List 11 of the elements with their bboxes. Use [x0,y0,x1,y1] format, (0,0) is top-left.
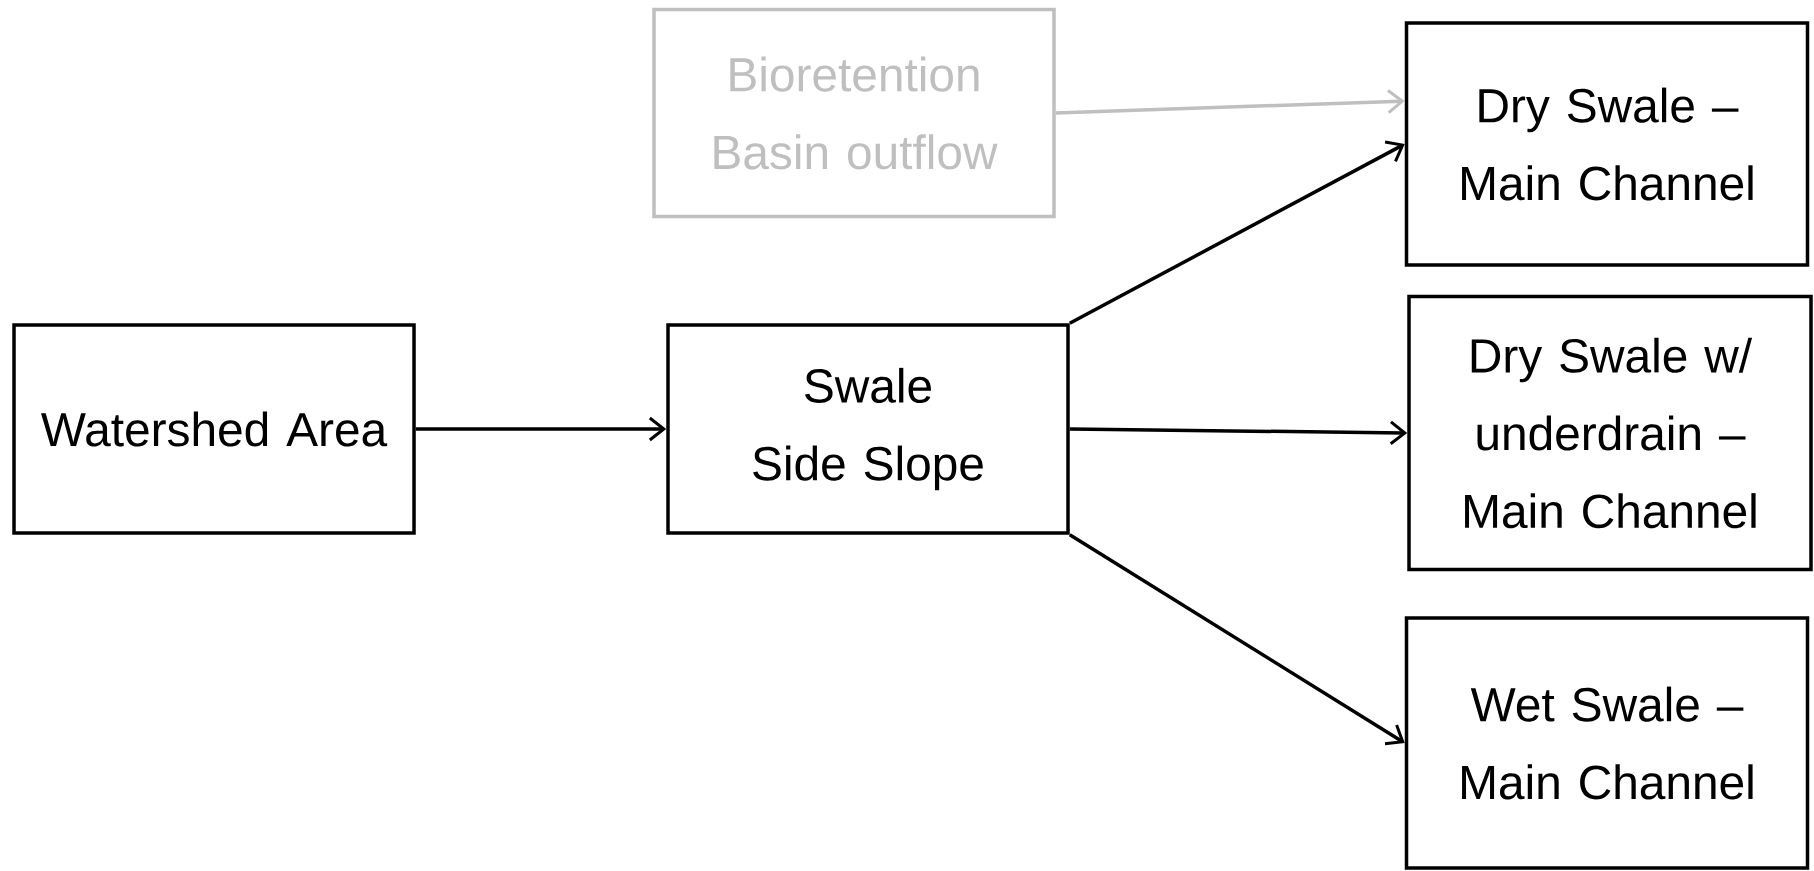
process-box: Bioretention Basin outflow [652,7,1056,219]
process-box: Swale Side Slope [666,323,1070,535]
arrow [415,416,667,442]
arrow [1068,533,1405,746]
arrow [1069,420,1408,445]
process-box: Watershed Area [12,323,416,535]
process-box: Dry Swale w/ underdrain – Main Channel [1407,294,1813,572]
arrow [1055,89,1405,115]
arrow [1068,140,1405,325]
process-box: Wet Swale – Main Channel [1404,616,1810,870]
process-box: Dry Swale – Main Channel [1404,21,1810,267]
